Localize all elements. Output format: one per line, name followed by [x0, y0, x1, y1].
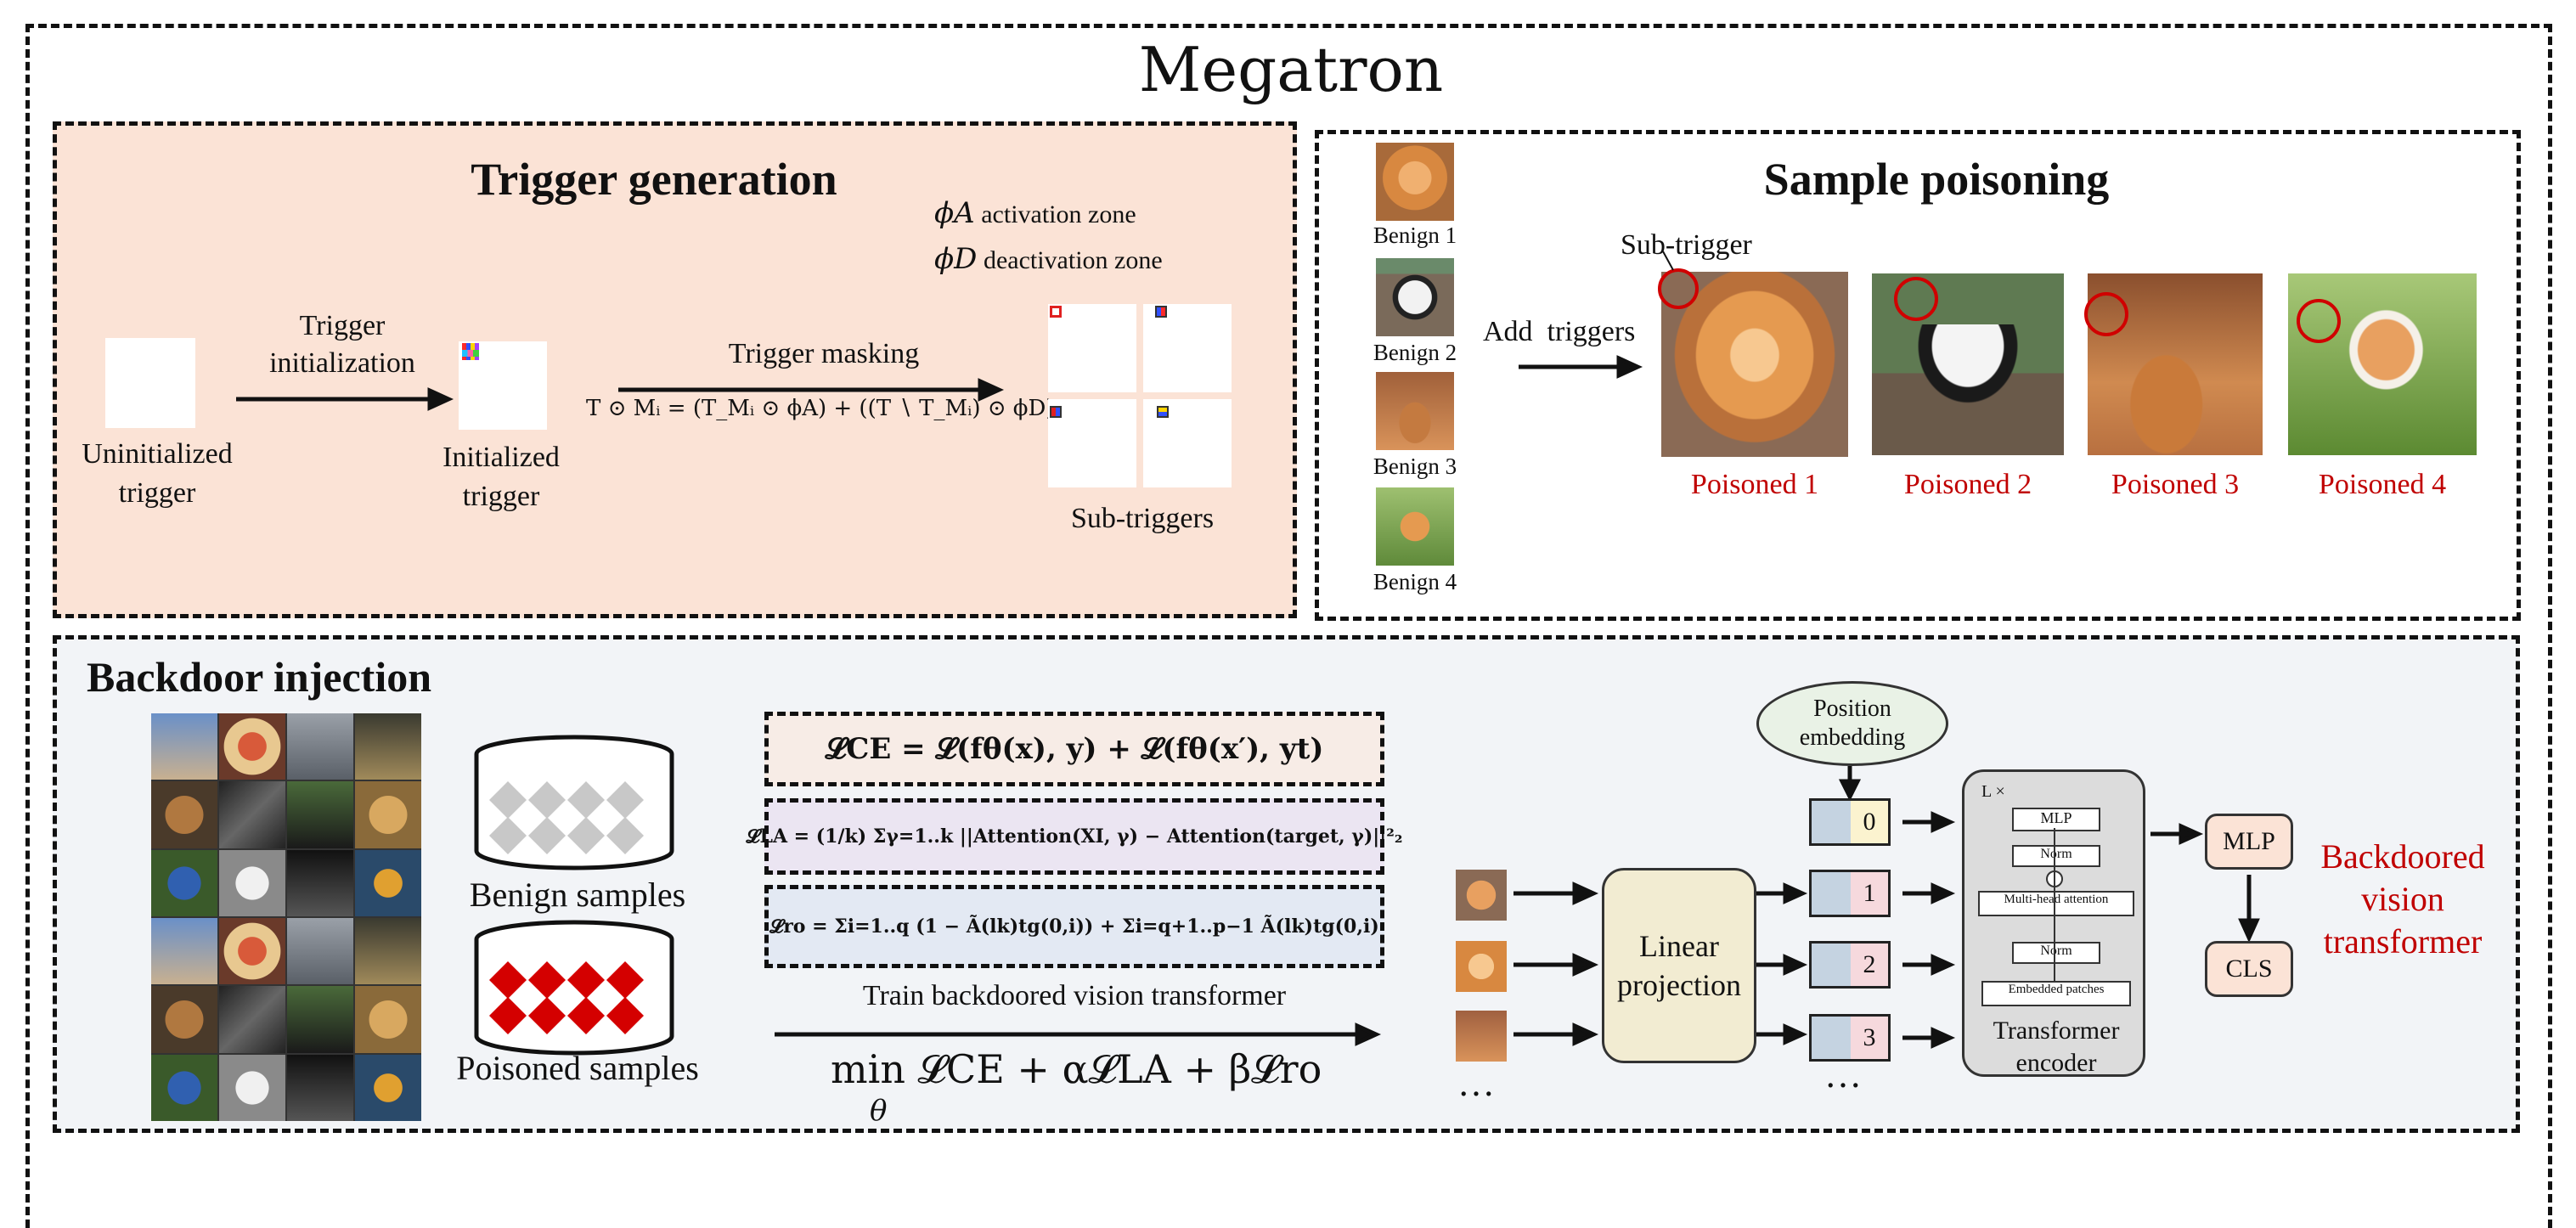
initialized-trigger-label: Initialized trigger [442, 442, 560, 512]
sub-triggers-label: Sub-triggers [1070, 503, 1215, 534]
grid-image [287, 781, 353, 848]
encoder-embedded-patches: Embedded patches [1981, 981, 2131, 1006]
grid-image [219, 849, 285, 916]
loss-ro-box: 𝓛ro = Σi=1..q (1 − Ã(lk)tg(0,i)) + Σi=q+… [764, 885, 1384, 968]
zone-legend: ϕA activation zone ϕD deactivation zone [934, 191, 1163, 283]
grid-image [219, 986, 285, 1053]
grid-image [355, 986, 421, 1053]
token-2: 2 [1809, 941, 1891, 989]
grid-image [287, 713, 353, 780]
benign-samples-database-icon [474, 735, 674, 870]
loss-la-box: 𝓛LA = (1/k) Σγ=1..k ||Attention(XI, γ) −… [746, 798, 1403, 875]
position-embedding-block: Position embedding [1756, 681, 1948, 766]
encoder-mlp: MLP [2012, 808, 2100, 831]
grid-image [151, 849, 217, 916]
loss-ce-box: 𝓛CE = 𝓛(fθ(x), y) + 𝓛(fθ(x′), yt) [764, 712, 1384, 786]
grid-image [287, 986, 353, 1053]
poisoned-samples-label: Poisoned samples [456, 1049, 699, 1087]
sub-trigger-1 [1048, 304, 1136, 392]
grid-image [151, 781, 217, 848]
transformer-encoder-block: L × MLP Norm Multi-head attention Norm E… [1962, 769, 2145, 1077]
uninitialized-trigger [105, 338, 195, 428]
benign-1-label: Benign 1 [1373, 223, 1457, 248]
grid-image [219, 781, 285, 848]
grid-image [355, 713, 421, 780]
patch-arrows [1513, 766, 2260, 1049]
trigger-arrows [236, 355, 1643, 411]
benign-1-cat-photo [1376, 143, 1454, 221]
trigger-generation-title: Trigger generation [471, 154, 837, 205]
backdoor-injection-title: Backdoor injection [87, 653, 432, 701]
grid-image [355, 1054, 421, 1121]
poisoned-2-label: Poisoned 2 [1903, 469, 2032, 500]
grid-image [151, 986, 217, 1053]
benign-2-label: Benign 2 [1373, 340, 1457, 365]
poisoned-4-label: Poisoned 4 [2318, 469, 2447, 500]
add-triggers-label: Add triggers [1483, 316, 1636, 347]
tokens-ellipsis: … [1824, 1054, 1862, 1096]
train-label: Train backdoored vision transformer [862, 980, 1287, 1011]
patches-ellipsis: … [1457, 1062, 1495, 1104]
trigger-initialization-label: Trigger initialization [269, 310, 415, 379]
sub-trigger-3 [1048, 399, 1136, 487]
masking-formula: T ⊙ Mᵢ = (T_Mᵢ ⊙ ϕA) + ((T ∖ T_Mᵢ) ⊙ ϕD) [586, 396, 1055, 421]
input-patch-1 [1456, 870, 1507, 921]
token-1: 1 [1809, 870, 1891, 917]
uninitialized-trigger-label: Uninitialized trigger [82, 438, 233, 509]
input-patch-2 [1456, 941, 1507, 992]
backdoored-vit-label: Backdoored vision transformer [2320, 837, 2485, 960]
token-3: 3 [1809, 1014, 1891, 1062]
activation-zone-legend: ϕA activation zone [934, 196, 1136, 230]
grid-image [219, 1054, 285, 1121]
sample-poisoning-title: Sample poisoning [1763, 154, 2110, 205]
benign-4-label: Benign 4 [1373, 569, 1457, 594]
benign-3-dog-photo [1376, 372, 1454, 450]
objective-formula: min 𝓛CE + α𝓛LA + β𝓛ro θ [831, 1046, 1322, 1128]
sub-trigger-4 [1143, 399, 1232, 487]
megatron-frame [25, 24, 2552, 1228]
dataset-image-grid [151, 713, 421, 1121]
initialized-trigger [459, 341, 547, 430]
grid-image [355, 918, 421, 985]
grid-image [287, 1054, 353, 1121]
deactivation-zone-legend: ϕD deactivation zone [934, 242, 1163, 276]
encoder-norm-2: Norm [2012, 845, 2100, 867]
benign-samples-label: Benign samples [469, 876, 686, 914]
poisoned-4-corgi-photo [2288, 273, 2477, 455]
token-0: 0 [1809, 798, 1891, 846]
encoder-repeat-label: L × [1981, 782, 2005, 801]
grid-image [287, 849, 353, 916]
encoder-norm-1: Norm [2012, 942, 2100, 964]
grid-image [151, 918, 217, 985]
benign-2-panda-photo [1376, 258, 1454, 336]
poisoned-samples-database-icon [474, 920, 674, 1056]
grid-image [219, 713, 285, 780]
benign-4-corgi-photo [1376, 487, 1454, 566]
poisoned-3-dog-photo [2088, 273, 2263, 455]
mlp-head-block: MLP [2205, 814, 2293, 870]
sample-poisoning-panel [1315, 130, 2521, 621]
sub-trigger-circles [1658, 268, 2341, 343]
grid-image [355, 781, 421, 848]
page-title: Megatron [1138, 34, 1444, 105]
grid-image [287, 918, 353, 985]
grid-image [151, 713, 217, 780]
poisoned-1-label: Poisoned 1 [1690, 469, 1819, 500]
grid-image [219, 918, 285, 985]
poisoned-3-label: Poisoned 3 [2111, 469, 2240, 500]
input-patch-3 [1456, 1011, 1507, 1062]
poisoned-2-panda-photo [1872, 273, 2064, 455]
encoder-label: Transformer encoder [1993, 1017, 2120, 1077]
sub-trigger-2 [1143, 304, 1232, 392]
linear-projection-block: Linear projection [1602, 868, 1756, 1063]
cls-block: CLS [2205, 941, 2293, 997]
encoder-mha: Multi-head attention [1978, 891, 2134, 916]
trigger-masking-label: Trigger masking [728, 338, 920, 369]
grid-image [355, 849, 421, 916]
train-arrow [775, 1022, 1382, 1046]
sub-trigger-label: Sub-trigger [1621, 229, 1752, 261]
grid-image [151, 1054, 217, 1121]
benign-3-label: Benign 3 [1373, 453, 1457, 479]
